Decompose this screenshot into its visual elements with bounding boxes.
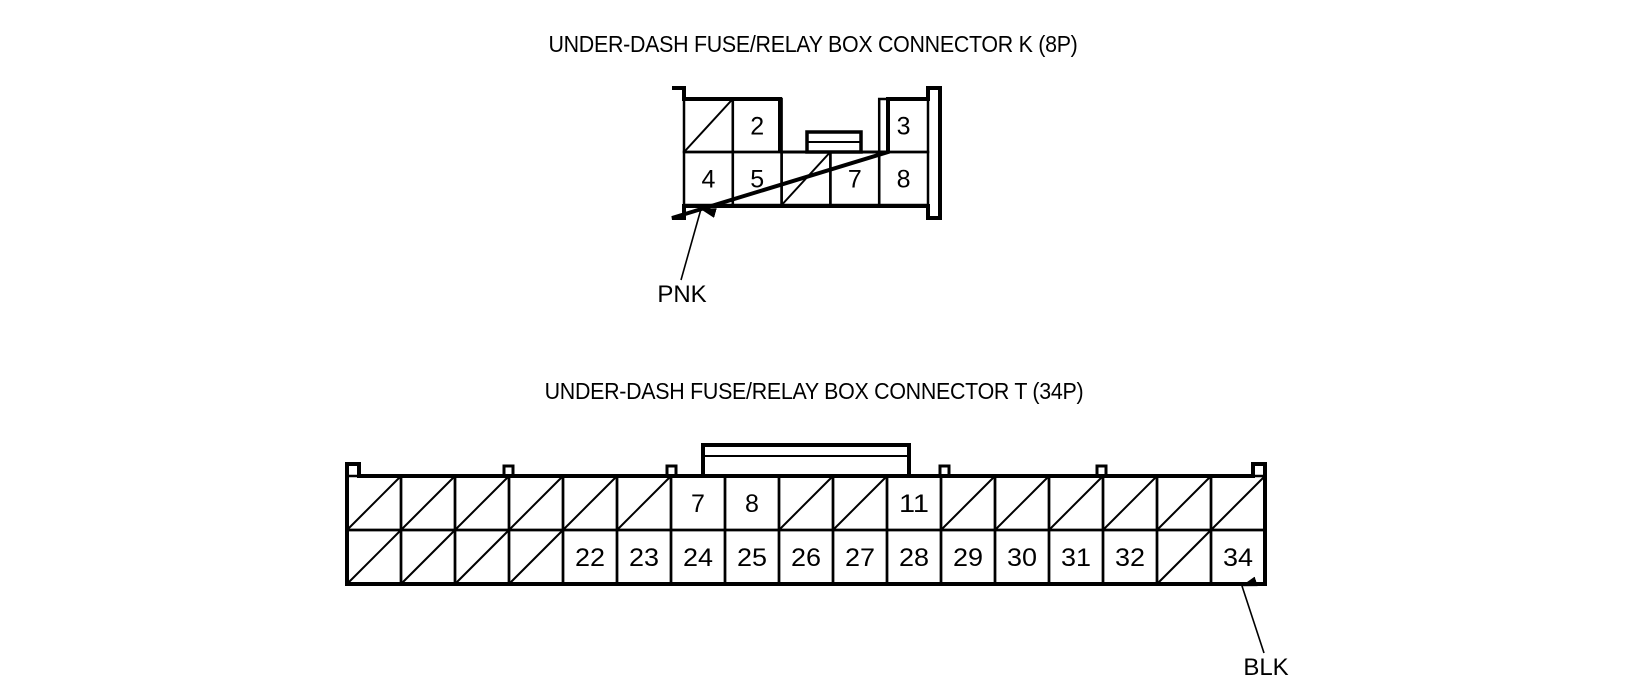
pin-cavity: 32 [1101,528,1159,586]
empty-cavity [993,474,1051,532]
unused-slash [617,476,671,530]
pin-number: 7 [848,166,862,194]
pin-cavity: 8 [877,150,930,207]
pin-cavity: 25 [723,528,781,586]
connector-k: 2 3 4 5 7 8 [671,86,942,220]
unused-slash [1049,476,1103,530]
connector-t-bump [502,464,515,478]
empty-cavity [1209,474,1267,532]
pin-number: 28 [899,544,929,572]
pin-number: 34 [1223,544,1253,572]
unused-slash [563,476,617,530]
pin-cavity: 23 [615,528,673,586]
connector-t: 7 8 11 22 23 24 25 26 27 28 29 30 31 32 34 [345,443,1267,586]
unused-slash [1211,476,1265,530]
pin-cavity: 34 [1209,528,1267,586]
unused-slash [509,476,563,530]
pin-number: 11 [899,490,929,518]
wire-callout-blk: BLK [1241,576,1289,681]
pin-number: 24 [683,544,713,572]
pin-number: 4 [701,166,715,194]
empty-cavity [831,474,889,532]
connector-k-title: UNDER-DASH FUSE/RELAY BOX CONNECTOR K (8… [548,31,1078,57]
pin-number: 7 [691,490,705,518]
wire-callout-pnk: PNK [657,208,717,308]
empty-cavity [1047,474,1105,532]
empty-cavity [561,474,619,532]
empty-cavity [777,474,835,532]
unused-slash [455,476,509,530]
unused-slash [995,476,1049,530]
unused-slash [401,476,455,530]
unused-slash [833,476,887,530]
pin-cavity: 11 [885,474,943,532]
unused-slash [1157,476,1211,530]
pin-number: 23 [629,544,659,572]
pin-number: 22 [575,544,605,572]
unused-slash [1103,476,1157,530]
pin-number: 8 [745,490,759,518]
unused-slash [509,530,563,584]
connector-t-latch [701,443,911,478]
pin-cavity: 4 [682,150,735,207]
unused-slash [347,530,401,584]
empty-cavity [1101,474,1159,532]
pin-cavity: 30 [993,528,1051,586]
pin-cavity: 27 [831,528,889,586]
pin-cavity: 29 [939,528,997,586]
pin-cavity: 2 [731,97,783,154]
pin-number: 8 [897,166,911,194]
pin-cavity: 8 [723,474,781,532]
empty-cavity [780,150,832,207]
empty-cavity [682,97,735,154]
empty-cavity [345,528,403,586]
pin-cavity: 24 [669,528,727,586]
empty-cavity [939,474,997,532]
connector-t-bump [665,464,678,478]
pin-number: 29 [953,544,983,572]
unused-slash [1157,530,1211,584]
empty-cavity [615,474,673,532]
pin-cavity: 31 [1047,528,1105,586]
empty-cavity [507,528,565,586]
pin-number: 25 [737,544,767,572]
empty-cavity [345,474,403,532]
pin-number: 2 [750,113,764,141]
pin-cavity: 28 [885,528,943,586]
pin-number: 30 [1007,544,1037,572]
empty-cavity [1155,528,1213,586]
empty-cavity [1155,474,1213,532]
unused-slash [401,530,455,584]
unused-slash [779,476,833,530]
pin-number: 27 [845,544,875,572]
unused-slash [941,476,995,530]
empty-cavity [453,528,511,586]
empty-cavity [453,474,511,532]
pin-number: 26 [791,544,821,572]
pin-number: 31 [1061,544,1091,572]
pin-number: 32 [1115,544,1145,572]
pin-cavity: 7 [669,474,727,532]
unused-slash [455,530,509,584]
connector-t-title: UNDER-DASH FUSE/RELAY BOX CONNECTOR T (3… [544,378,1084,404]
wire-color-label: PNK [657,281,706,308]
empty-cavity [399,528,457,586]
pin-cavity: 7 [829,150,881,207]
connector-t-bump [938,464,951,478]
connector-k-latch [805,130,863,154]
empty-cavity [507,474,565,532]
unused-slash [347,476,401,530]
pin-cavity: 22 [561,528,619,586]
pin-cavity: 26 [777,528,835,586]
empty-cavity [399,474,457,532]
pin-number: 3 [897,113,911,141]
connector-t-bump [1095,464,1108,478]
pin-number: 5 [750,166,764,194]
unused-slash [684,99,733,152]
unused-slash [781,152,831,205]
wire-color-label: BLK [1243,654,1288,681]
